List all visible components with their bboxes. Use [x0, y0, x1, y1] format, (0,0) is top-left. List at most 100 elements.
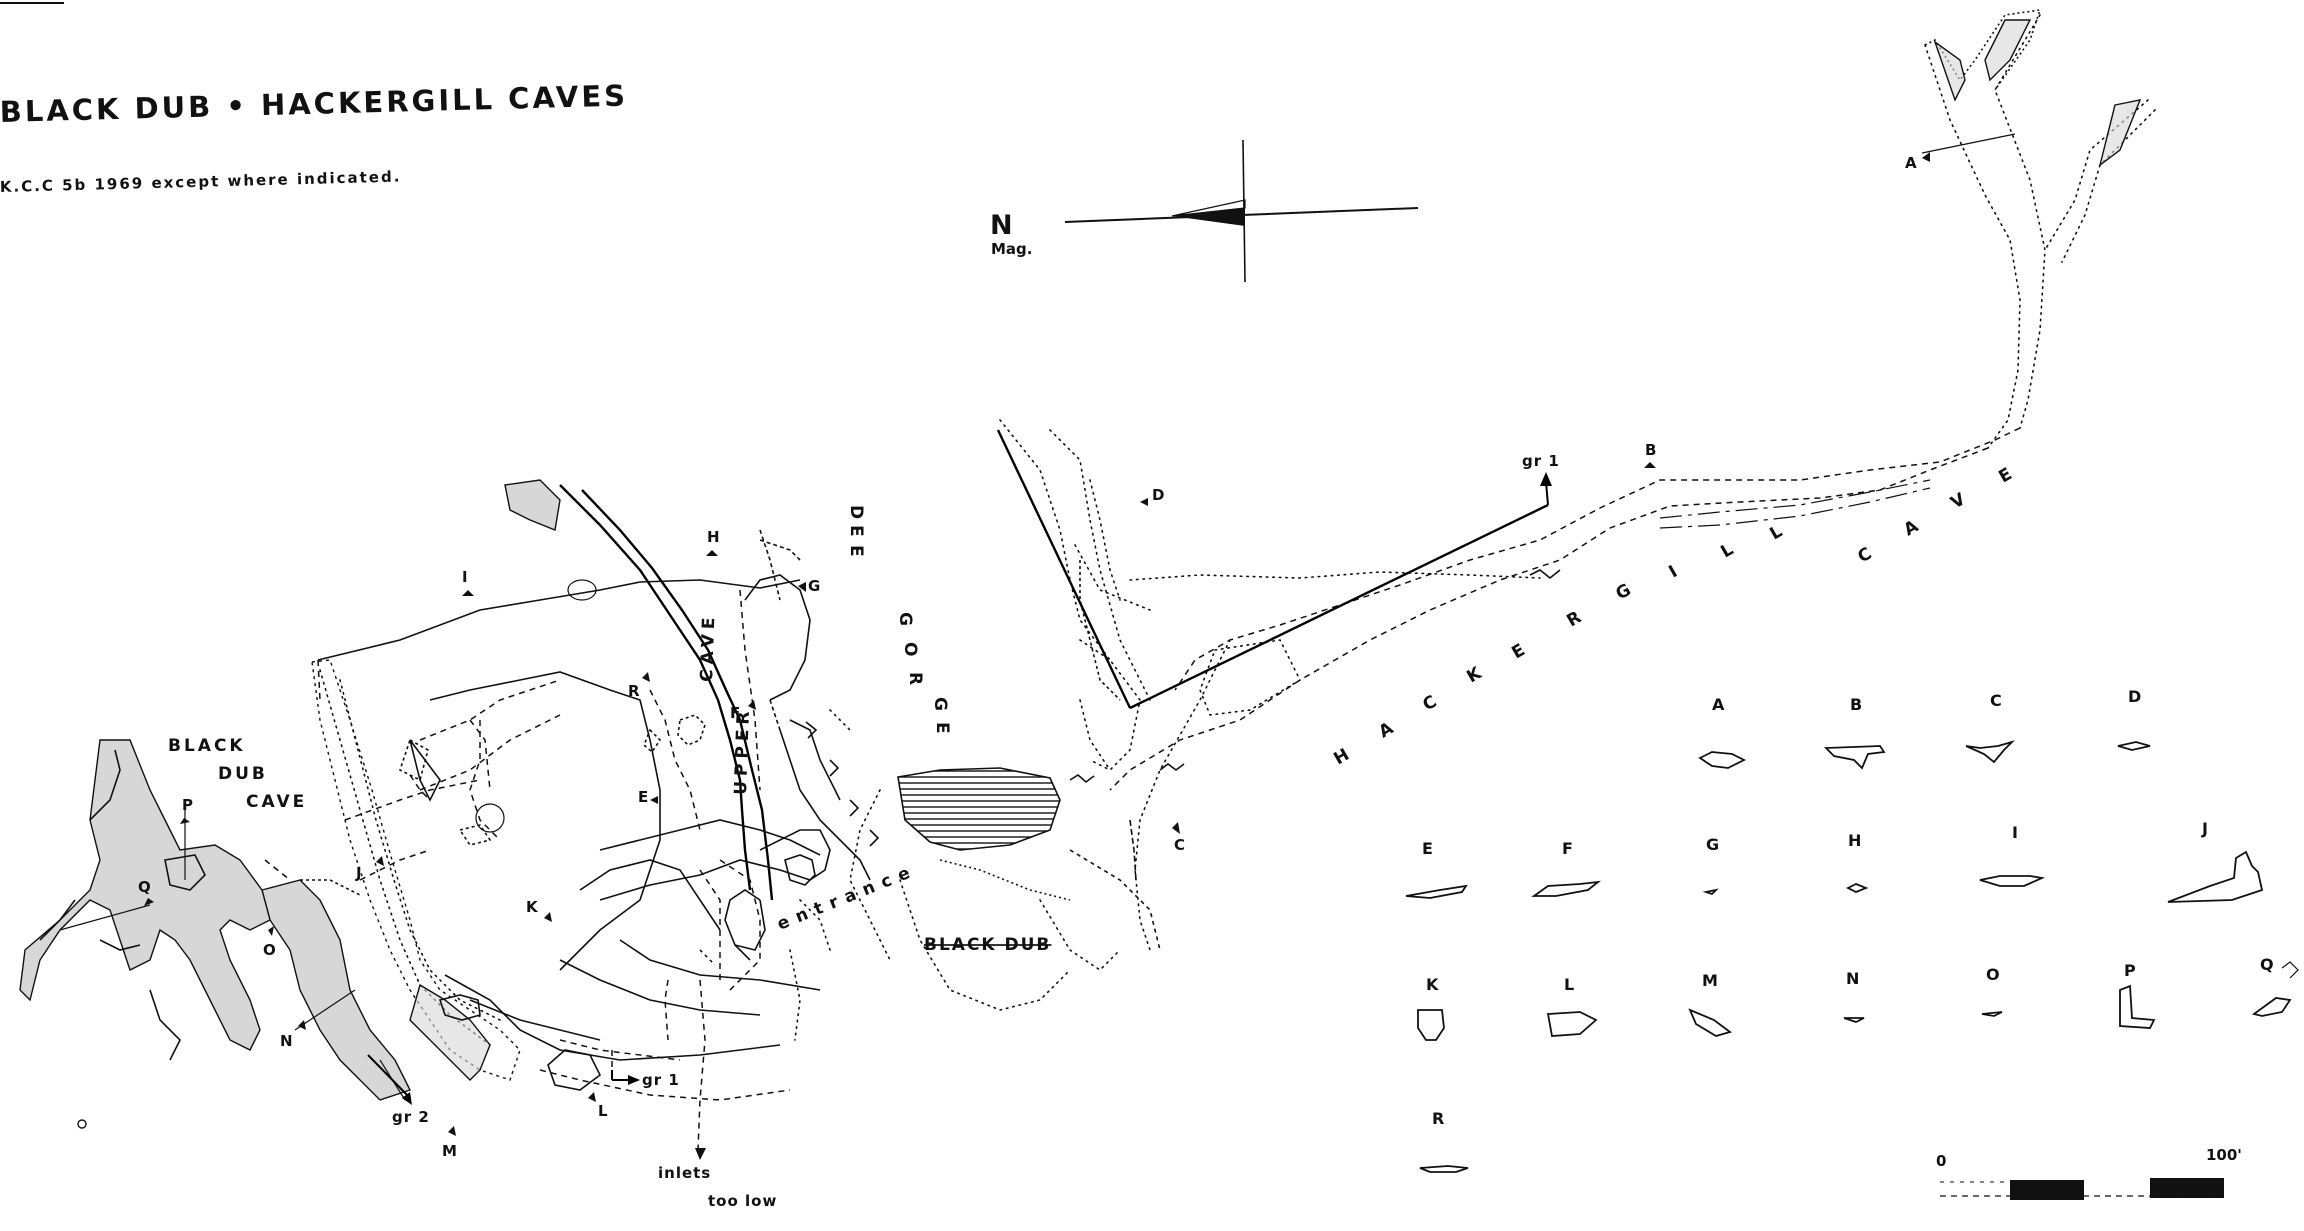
xsec-label-J: J — [2201, 819, 2208, 838]
station-R: R — [628, 682, 640, 700]
xsec-label-M: M — [1702, 971, 1718, 990]
svg-text:C: C — [1855, 544, 1876, 568]
north-arrow: N Mag. — [990, 139, 1419, 283]
svg-text:E: E — [1996, 464, 2016, 487]
xsec-label-F: F — [1562, 839, 1573, 858]
xsec-N — [1843, 1017, 1865, 1023]
xsec-label-P: P — [2124, 961, 2136, 980]
station-C: C — [1174, 836, 1185, 854]
xsec-P — [2119, 984, 2156, 1029]
too-low-label: too low — [708, 1192, 777, 1210]
survey-leg-gr1-top — [996, 429, 1552, 710]
station-markers: A B C D E F G H I J K L M N O P Q R — [138, 152, 1930, 1160]
station-P: P — [182, 796, 193, 814]
station-I: I — [462, 568, 468, 586]
xsec-K — [1417, 1009, 1445, 1041]
svg-text:G: G — [1613, 580, 1635, 604]
xsec-R — [1419, 1165, 1469, 1173]
entrance-label: entrance — [774, 860, 920, 934]
cross-sections: A B C D E F G H I J K L M N O P Q R — [1405, 687, 2299, 1173]
station-H: H — [707, 528, 720, 546]
station-N: N — [280, 1032, 293, 1050]
svg-text:L: L — [1718, 540, 1738, 563]
xsec-label-H: H — [1848, 831, 1861, 850]
xsec-label-A: A — [1712, 695, 1725, 714]
xsec-Q — [2251, 997, 2292, 1017]
north-sublabel: Mag. — [991, 240, 1032, 258]
xsec-F — [1531, 880, 1601, 897]
scale-bar: 0 100' — [1936, 1146, 2242, 1200]
xsec-label-B: B — [1850, 695, 1862, 714]
svg-text:E: E — [846, 525, 866, 537]
station-Q: Q — [138, 878, 151, 896]
svg-text:K: K — [1464, 663, 1486, 687]
xsec-H — [1845, 883, 1869, 893]
svg-text:I: I — [1666, 562, 1681, 582]
upper-cave-complex — [317, 479, 880, 1160]
xsec-label-N: N — [1846, 969, 1859, 988]
station-A: A — [1905, 154, 1917, 172]
xsec-A — [1698, 751, 1747, 769]
xsec-label-D: D — [2128, 687, 2141, 706]
xsec-label-G: G — [1706, 835, 1719, 854]
svg-text:O: O — [900, 642, 920, 656]
xsec-M — [1688, 1008, 1732, 1037]
xsec-J — [2167, 850, 2264, 903]
svg-text:E: E — [932, 722, 952, 734]
station-L: L — [598, 1102, 608, 1120]
xsec-E — [1405, 884, 1468, 899]
station-D: D — [1152, 486, 1164, 504]
xsec-label-E: E — [1422, 839, 1433, 858]
svg-text:L: L — [1767, 522, 1787, 545]
svg-text:D: D — [846, 505, 866, 519]
svg-text:H: H — [1331, 745, 1353, 769]
svg-text:E: E — [846, 545, 866, 557]
small-circle-mark — [77, 1119, 87, 1129]
hackergill-cave-passage — [1109, 9, 2156, 951]
black-dub-pool-label: BLACK DUB — [924, 935, 1051, 955]
xsec-L — [1546, 1011, 1598, 1037]
xsec-B — [1823, 745, 1886, 770]
black-dub-cave-label-2: DUB — [218, 764, 268, 784]
station-K: K — [526, 898, 539, 916]
upper-cave-label-1: UPPER — [731, 706, 754, 795]
black-dub-cave-label-1: BLACK — [168, 736, 246, 756]
upper-cave-label-2: CAVE — [697, 612, 719, 682]
scale-max-label: 100' — [2206, 1146, 2242, 1164]
xsec-C — [1965, 740, 2016, 764]
xsec-label-R: R — [1432, 1109, 1444, 1128]
station-J: J — [355, 864, 362, 882]
black-dub-cave-label-3: CAVE — [246, 792, 307, 812]
xsec-label-C: C — [1990, 691, 2002, 710]
xsec-O — [1981, 1011, 2003, 1017]
station-G: G — [808, 577, 820, 595]
gr2-label: gr 2 — [392, 1108, 430, 1126]
svg-text:E: E — [1509, 640, 1529, 663]
station-E: E — [638, 788, 648, 806]
xsec-label-I: I — [2012, 823, 2018, 842]
svg-text:A: A — [1376, 718, 1398, 742]
svg-text:G: G — [930, 697, 950, 711]
station-F: F — [730, 704, 740, 722]
svg-text:G: G — [895, 612, 915, 626]
scale-min-label: 0 — [1936, 1152, 1946, 1170]
gr1-bottom-label: gr 1 — [642, 1071, 680, 1089]
xsec-D — [2117, 741, 2151, 751]
hackergill-cave-label: H A C K E R G I L L C A V E — [1331, 464, 2016, 769]
svg-text:V: V — [1948, 489, 1970, 513]
xsec-label-Q: Q — [2260, 955, 2274, 974]
svg-text:R: R — [1564, 607, 1585, 631]
xsec-G — [1702, 888, 1719, 896]
north-label: N — [990, 210, 1013, 241]
gr1-top-label: gr 1 — [1522, 452, 1560, 470]
svg-text:R: R — [905, 672, 925, 685]
station-O: O — [263, 941, 276, 959]
survey-note: K.C.C 5b 1969 except where indicated. — [0, 167, 402, 196]
svg-text:A: A — [1901, 516, 1923, 540]
xsec-I — [1979, 875, 2046, 887]
dee-gorge-label: D E E G O R G E — [846, 505, 952, 734]
station-B: B — [1645, 441, 1656, 459]
xsec-label-L: L — [1564, 975, 1574, 994]
black-dub-cave-passage — [19, 659, 521, 1101]
